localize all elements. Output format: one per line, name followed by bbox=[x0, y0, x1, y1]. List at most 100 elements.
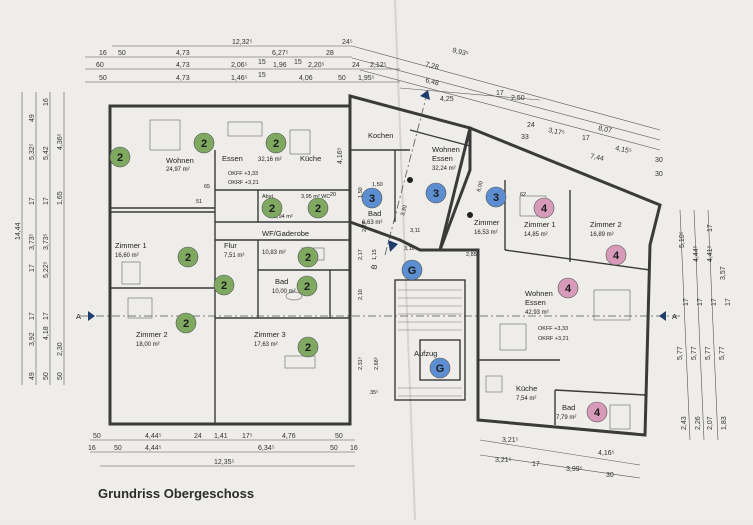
svg-text:2,10: 2,10 bbox=[358, 289, 364, 300]
svg-text:16: 16 bbox=[88, 445, 96, 452]
svg-text:17: 17 bbox=[711, 298, 718, 306]
svg-text:10,00 m²: 10,00 m² bbox=[272, 289, 296, 295]
unit-badge: G bbox=[429, 357, 451, 379]
paper-fold bbox=[394, 0, 416, 521]
room-essen-right: Essen bbox=[525, 298, 546, 307]
svg-text:4,36⁵: 4,36⁵ bbox=[57, 133, 64, 150]
svg-text:4,18: 4,18 bbox=[43, 326, 50, 340]
room-bad-left: Bad bbox=[275, 277, 288, 286]
unit-badge-label: 4 bbox=[565, 283, 572, 295]
svg-text:3,11: 3,11 bbox=[404, 246, 414, 252]
left-dimension-lines: 14,44 49 3,92 17 3,73⁵ 17 17 5,32⁵ 49 50… bbox=[15, 92, 65, 385]
svg-text:1,46⁵: 1,46⁵ bbox=[231, 75, 248, 82]
svg-text:18,00 m²: 18,00 m² bbox=[136, 342, 160, 348]
svg-text:17: 17 bbox=[496, 90, 504, 97]
svg-text:5,77: 5,77 bbox=[705, 346, 712, 360]
svg-text:2,26: 2,26 bbox=[695, 416, 702, 430]
unit-badge-label: G bbox=[436, 363, 445, 375]
svg-text:50: 50 bbox=[118, 50, 126, 57]
svg-text:15: 15 bbox=[294, 59, 302, 66]
level-okrf-left: OKRF +3,21 bbox=[228, 180, 259, 186]
unit-badge-label: 2 bbox=[315, 203, 321, 215]
room-essen-mid: Essen bbox=[432, 154, 453, 163]
section-a-label-right: A bbox=[672, 312, 677, 321]
svg-text:17: 17 bbox=[697, 298, 704, 306]
unit-badge: 2 bbox=[297, 246, 319, 268]
svg-text:50: 50 bbox=[57, 372, 64, 380]
svg-text:5,22⁵: 5,22⁵ bbox=[43, 261, 50, 278]
svg-text:65: 65 bbox=[204, 184, 210, 190]
unit-badge-label: 4 bbox=[594, 407, 601, 419]
svg-text:15: 15 bbox=[258, 59, 266, 66]
unit-badge: 3 bbox=[425, 182, 447, 204]
unit-badge: 4 bbox=[557, 277, 579, 299]
svg-text:17: 17 bbox=[725, 298, 732, 306]
svg-text:51: 51 bbox=[196, 199, 202, 205]
svg-text:4,15⁵: 4,15⁵ bbox=[615, 145, 633, 155]
unit-badge: 2 bbox=[177, 246, 199, 268]
svg-text:17: 17 bbox=[29, 312, 36, 320]
svg-text:2,27: 2,27 bbox=[362, 221, 368, 232]
svg-text:17: 17 bbox=[707, 224, 714, 232]
svg-text:1,41: 1,41 bbox=[214, 433, 228, 440]
svg-text:17: 17 bbox=[29, 197, 36, 205]
svg-text:10,83 m²: 10,83 m² bbox=[262, 250, 286, 256]
room-abst: Abst. bbox=[262, 194, 275, 200]
svg-text:7,44: 7,44 bbox=[590, 153, 605, 163]
top-dimension-lines: 12,32⁵ 24⁵ 16 50 4,73 6,27⁵ 28 60 4,73 2… bbox=[85, 39, 661, 151]
svg-text:6,27⁵: 6,27⁵ bbox=[272, 50, 289, 57]
right-building bbox=[438, 125, 662, 437]
svg-text:50: 50 bbox=[43, 372, 50, 380]
svg-text:3,99⁵: 3,99⁵ bbox=[566, 466, 583, 473]
svg-text:4,44⁵: 4,44⁵ bbox=[145, 445, 162, 452]
svg-text:1,15: 1,15 bbox=[372, 249, 378, 260]
unit-badge-label: 3 bbox=[369, 193, 375, 205]
svg-text:2,50: 2,50 bbox=[511, 95, 525, 102]
svg-text:2,68⁵: 2,68⁵ bbox=[373, 357, 380, 370]
unit-badge: 4 bbox=[605, 244, 627, 266]
svg-text:12,35⁵: 12,35⁵ bbox=[214, 459, 235, 466]
svg-text:7,54 m²: 7,54 m² bbox=[516, 396, 536, 402]
svg-text:35⁵: 35⁵ bbox=[370, 389, 378, 396]
svg-text:2,12⁵: 2,12⁵ bbox=[370, 62, 387, 69]
svg-text:2,06⁵: 2,06⁵ bbox=[231, 62, 248, 69]
svg-text:8,07: 8,07 bbox=[598, 125, 613, 135]
svg-text:4,06: 4,06 bbox=[299, 75, 313, 82]
svg-text:50: 50 bbox=[335, 433, 343, 440]
svg-text:24,97 m²: 24,97 m² bbox=[166, 167, 190, 173]
svg-text:14,44: 14,44 bbox=[15, 222, 22, 240]
svg-text:16,53 m²: 16,53 m² bbox=[474, 230, 498, 236]
unit-badge-label: G bbox=[408, 265, 417, 277]
unit-badge: 4 bbox=[586, 401, 608, 423]
svg-text:16: 16 bbox=[43, 98, 50, 106]
svg-text:4,16⁵: 4,16⁵ bbox=[337, 147, 344, 164]
svg-text:3,30: 3,30 bbox=[400, 205, 409, 217]
section-a-label-left: A bbox=[76, 312, 81, 321]
bottom-dimension-lines: 50 4,44⁵ 24 1,41 17⁵ 4,76 50 16 50 4,44⁵… bbox=[88, 433, 641, 479]
svg-text:7,51 m²: 7,51 m² bbox=[224, 253, 244, 259]
svg-text:24: 24 bbox=[194, 433, 202, 440]
unit-badge-label: 2 bbox=[201, 138, 207, 150]
unit-badge-label: 4 bbox=[613, 250, 620, 262]
svg-text:16: 16 bbox=[99, 50, 107, 57]
svg-text:7,79 m²: 7,79 m² bbox=[556, 415, 576, 421]
svg-text:50: 50 bbox=[93, 433, 101, 440]
unit-badge-label: 2 bbox=[183, 318, 189, 330]
unit-badge-label: 2 bbox=[185, 252, 191, 264]
level-okrf-right: OKRF +3,21 bbox=[538, 336, 569, 342]
room-kueche-right: Küche bbox=[516, 384, 537, 393]
svg-text:3,21⁵: 3,21⁵ bbox=[502, 437, 519, 444]
svg-text:6,00: 6,00 bbox=[476, 181, 485, 193]
svg-text:3,11: 3,11 bbox=[410, 228, 420, 234]
svg-text:9,93⁵: 9,93⁵ bbox=[451, 47, 469, 58]
level-okff-left: OKFF +3,33 bbox=[228, 171, 258, 177]
svg-text:17: 17 bbox=[683, 298, 690, 306]
svg-text:50: 50 bbox=[330, 445, 338, 452]
svg-text:4,73: 4,73 bbox=[176, 62, 190, 69]
unit-badge: 2 bbox=[297, 336, 319, 358]
svg-text:3,17⁵: 3,17⁵ bbox=[548, 127, 566, 137]
unit-badge-label: 2 bbox=[273, 138, 279, 150]
svg-text:2,17: 2,17 bbox=[358, 249, 364, 260]
svg-text:2,31⁵: 2,31⁵ bbox=[357, 357, 364, 370]
